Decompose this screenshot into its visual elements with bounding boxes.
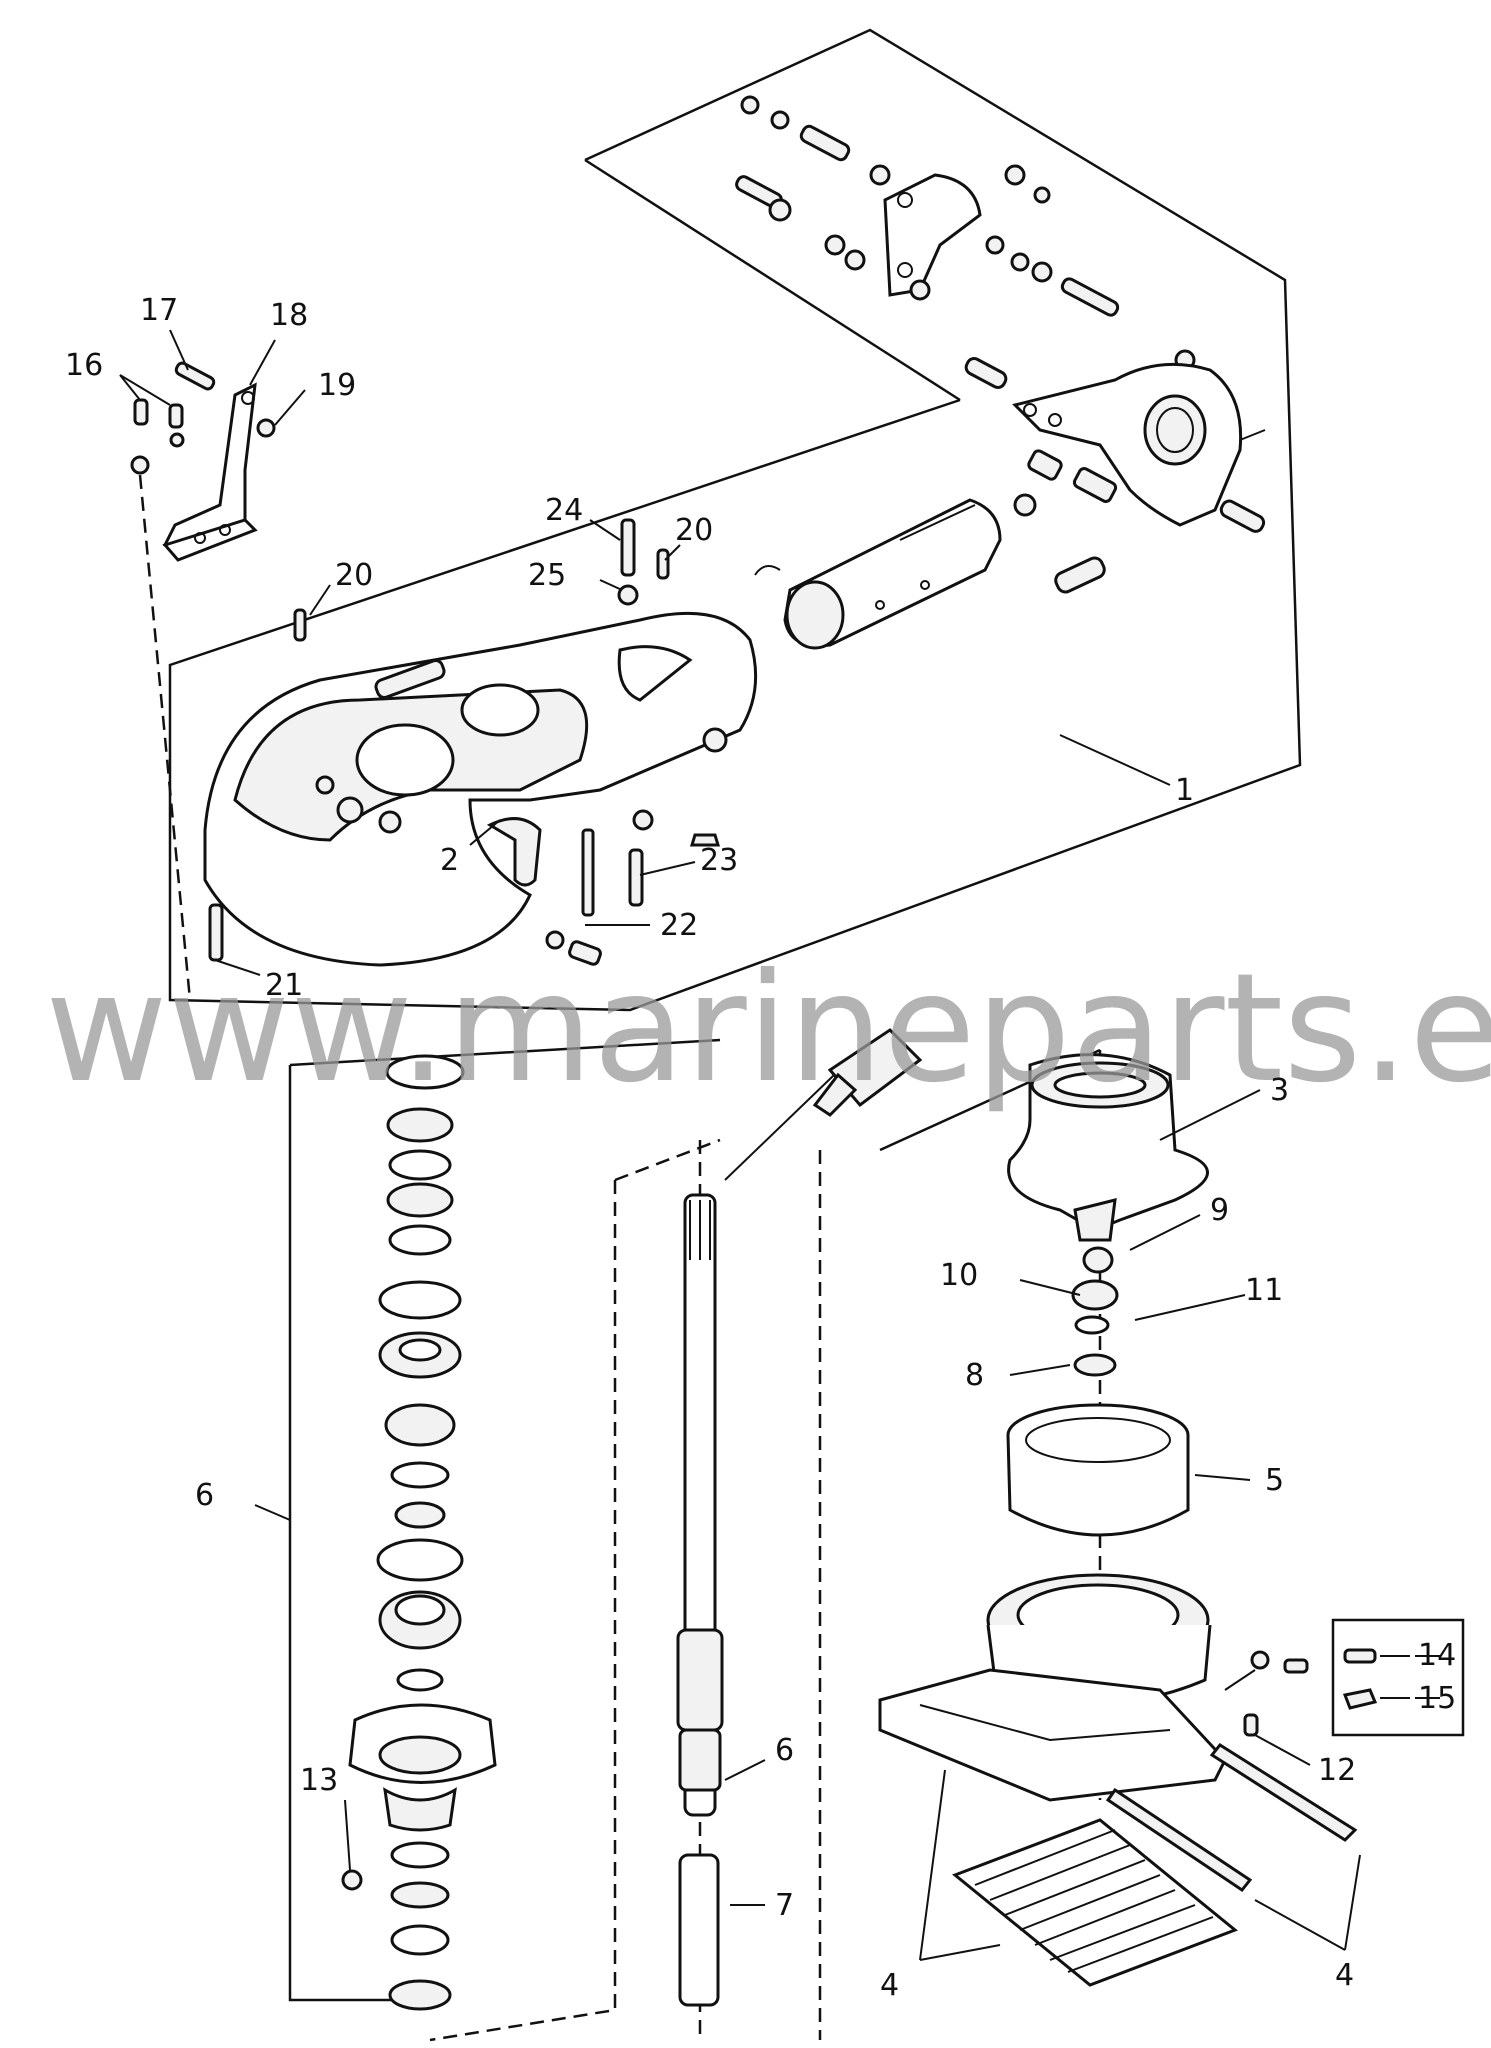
leader-lines xyxy=(119,329,1440,1961)
callout-24: 24 xyxy=(545,493,583,528)
callout-14: 14 xyxy=(1418,1638,1456,1673)
callout-1: 1 xyxy=(1175,773,1194,808)
drive-shaft xyxy=(676,1028,923,2040)
callout-3: 3 xyxy=(1270,1073,1289,1108)
pump-housing-group-outline xyxy=(168,28,1302,1012)
callout-6a: 6 xyxy=(195,1478,214,1513)
callout-8: 8 xyxy=(965,1358,984,1393)
callout-16: 16 xyxy=(65,348,103,383)
callout-9: 9 xyxy=(1210,1193,1229,1228)
intake-grate xyxy=(952,1743,1358,1987)
callout-11: 11 xyxy=(1245,1273,1283,1308)
callout-13: 13 xyxy=(300,1763,338,1798)
callout-23: 23 xyxy=(700,843,738,878)
bearing-stack xyxy=(288,1038,721,2042)
callout-labels: 1 2 3 4 4 5 6 6 7 8 9 10 11 12 13 14 15 … xyxy=(65,293,1456,2003)
callout-4b: 4 xyxy=(1335,1958,1354,1993)
steering-bracket-hardware xyxy=(735,95,1120,317)
mounting-bracket xyxy=(130,361,276,1001)
callout-15: 15 xyxy=(1418,1681,1456,1716)
callout-4a: 4 xyxy=(880,1968,899,2003)
callout-10: 10 xyxy=(940,1258,978,1293)
callout-6b: 6 xyxy=(775,1733,794,1768)
impeller-assembly xyxy=(818,1048,1309,2040)
callout-25: 25 xyxy=(528,558,566,593)
callout-17: 17 xyxy=(140,293,178,328)
callout-21: 21 xyxy=(265,968,303,1003)
callout-20b: 20 xyxy=(675,513,713,548)
callout-18: 18 xyxy=(270,298,308,333)
inset-box xyxy=(1331,1618,1465,1737)
callout-22: 22 xyxy=(660,908,698,943)
callout-2: 2 xyxy=(440,843,459,878)
callout-19: 19 xyxy=(318,368,356,403)
housing-fasteners xyxy=(208,518,721,966)
callout-12: 12 xyxy=(1318,1753,1356,1788)
steering-nozzle-assembly xyxy=(964,349,1266,594)
watermark-text: www.marineparts.eu xyxy=(45,942,1491,1116)
callout-5: 5 xyxy=(1265,1463,1284,1498)
callout-20a: 20 xyxy=(335,558,373,593)
drive-tube xyxy=(754,498,1002,650)
pump-housing xyxy=(203,611,758,967)
callout-7: 7 xyxy=(775,1888,794,1923)
